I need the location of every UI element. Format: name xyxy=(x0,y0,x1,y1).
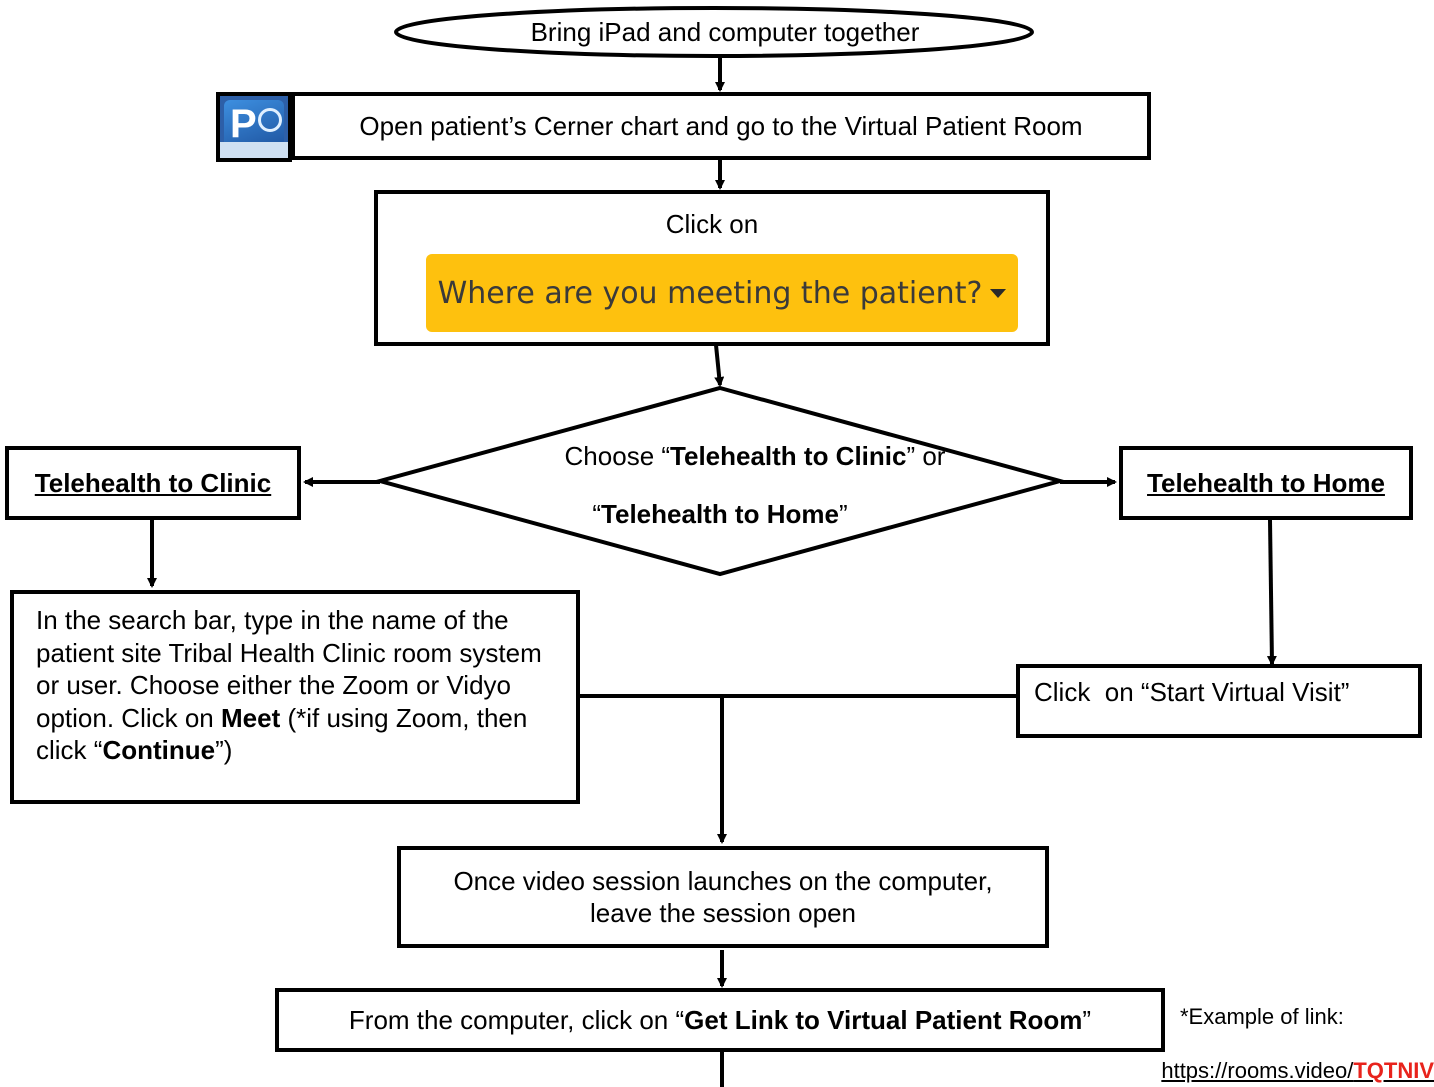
powerchart-icon: P xyxy=(216,92,292,162)
get-link-bold: Get Link to Virtual Patient Room xyxy=(684,1005,1083,1035)
get-link-step: From the computer, click on “Get Link to… xyxy=(275,988,1165,1052)
caret-down-icon xyxy=(990,288,1007,298)
click-on-label: Click on xyxy=(665,209,759,239)
telehealth-clinic-step: Telehealth to Clinic xyxy=(5,446,301,520)
decision-post-2: ” xyxy=(838,499,848,529)
open-chart-step: Open patient’s Cerner chart and go to th… xyxy=(291,92,1151,160)
click-on-step: Click on Where are you meeting the patie… xyxy=(374,190,1050,346)
get-link-label: From the computer, click on “Get Link to… xyxy=(349,1004,1091,1036)
decision-pre-2: “ xyxy=(592,499,602,529)
telehealth-home-label: Telehealth to Home xyxy=(1147,468,1385,498)
decision-option-home: Telehealth to Home xyxy=(601,499,839,529)
start-visit-label: Click on “Start Virtual Visit” xyxy=(1034,677,1350,707)
dropdown-label: Where are you meeting the patient? xyxy=(437,275,983,311)
search-text-1: In the search bar, type in the name of t… xyxy=(36,605,542,733)
decision-pre-1: Choose “ xyxy=(564,441,671,471)
decision-option-clinic: Telehealth to Clinic xyxy=(670,441,907,471)
open-chart-label: Open patient’s Cerner chart and go to th… xyxy=(359,111,1083,141)
start-visit-step: Click on “Start Virtual Visit” xyxy=(1016,664,1422,738)
search-text-2: (*if using Zoom, then click “ xyxy=(36,702,528,766)
decision-diamond xyxy=(372,385,1068,577)
video-launch-step: Once video session launches on the compu… xyxy=(397,846,1049,948)
start-ellipse xyxy=(394,6,1034,58)
telehealth-home-step: Telehealth to Home xyxy=(1119,446,1413,520)
meet-label: Meet xyxy=(220,702,281,733)
search-step: In the search bar, type in the name of t… xyxy=(10,590,580,804)
video-launch-label: Once video session launches on the compu… xyxy=(453,866,993,928)
decision-post-1: ” or xyxy=(906,441,946,471)
example-link[interactable]: https://rooms.video/TQTNIV xyxy=(1152,1058,1434,1084)
example-link-base: https://rooms.video/ xyxy=(1161,1058,1354,1083)
get-link-post: ” xyxy=(1082,1005,1092,1035)
get-link-pre: From the computer, click on “ xyxy=(348,1005,685,1035)
meeting-location-dropdown[interactable]: Where are you meeting the patient? xyxy=(426,254,1018,332)
link-example-note: *Example of link: xyxy=(1180,1004,1344,1029)
search-text-3: ”) xyxy=(215,735,233,765)
telehealth-clinic-label: Telehealth to Clinic xyxy=(34,468,272,498)
example-link-code: TQTNIV xyxy=(1353,1058,1434,1083)
start-step: Bring iPad and computer together xyxy=(430,14,1020,50)
continue-label: Continue xyxy=(102,735,216,765)
start-label: Bring iPad and computer together xyxy=(530,17,920,47)
decision-text: Choose “Telehealth to Clinic” or “Telehe… xyxy=(430,440,1010,540)
